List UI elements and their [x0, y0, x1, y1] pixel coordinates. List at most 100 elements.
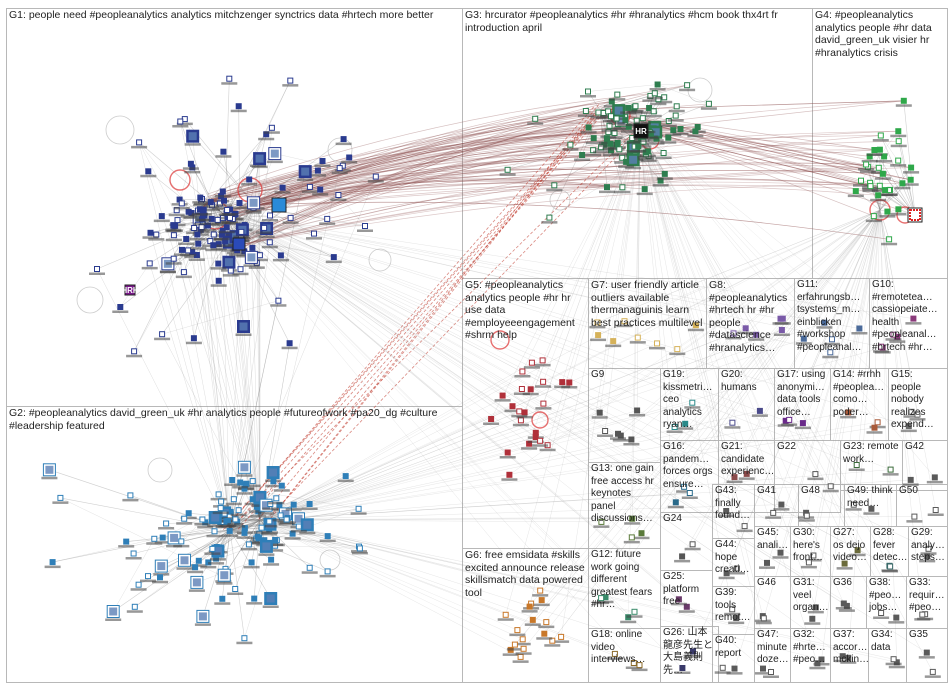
node-name-label — [634, 121, 651, 125]
node-name-label — [205, 248, 222, 252]
node-g3 — [608, 113, 614, 120]
node-g3 — [639, 115, 646, 122]
node-name-label — [840, 661, 857, 664]
node-g44 — [733, 565, 740, 572]
node-name-label — [926, 480, 943, 484]
node-name-label — [527, 440, 544, 443]
node-g1 — [145, 168, 152, 175]
node-name-label — [561, 386, 578, 389]
node-g2 — [232, 516, 239, 523]
node-name-label — [866, 153, 883, 156]
node-name-label — [350, 512, 367, 515]
group-label-g4: G4: #peopleanalytics analytics people #h… — [815, 9, 935, 59]
node-name-label — [858, 168, 875, 171]
node-name-label — [809, 666, 826, 670]
node-name-label — [199, 229, 216, 232]
node-g1 — [268, 124, 275, 131]
node-name-label — [885, 662, 902, 666]
node-name-label — [262, 219, 278, 222]
node-g3 — [605, 108, 612, 115]
node-name-label — [240, 547, 257, 551]
node-g1 — [317, 186, 324, 193]
node-avatar — [198, 612, 207, 621]
node-name-label — [635, 145, 652, 148]
node-avatar — [240, 463, 249, 472]
node-name-label — [618, 165, 635, 168]
node-name-label — [245, 211, 262, 214]
node-avatar — [614, 106, 623, 115]
node-name-label — [667, 119, 684, 122]
node-g4 — [908, 164, 915, 171]
node-avatar — [247, 253, 256, 262]
node-name-label — [189, 238, 206, 241]
node-g5 — [519, 368, 526, 375]
node-name-label — [243, 264, 260, 267]
node-g26 — [679, 665, 686, 671]
node-g2 — [131, 603, 138, 610]
node-name-label — [499, 456, 516, 459]
node-name-label — [859, 170, 876, 173]
node-name-label — [874, 177, 891, 180]
node-g15 — [908, 408, 915, 415]
node-g3 — [585, 124, 592, 131]
node-name-label — [685, 655, 701, 658]
node-name-label — [894, 186, 911, 190]
node-name-label — [205, 238, 222, 241]
node-name-label — [194, 202, 210, 205]
node-name-label — [755, 621, 772, 625]
node-avatar — [262, 501, 270, 510]
node-name-label — [176, 567, 193, 570]
node-name-label — [194, 218, 211, 222]
node-g33 — [919, 611, 926, 618]
node-g1 — [194, 231, 201, 238]
node-g4 — [895, 128, 902, 135]
node-avatar — [629, 155, 638, 164]
node-g31 — [812, 604, 819, 611]
node-g1 — [287, 77, 294, 84]
group-box-g37 — [830, 628, 869, 683]
node-g2 — [232, 586, 239, 592]
node-name-label — [273, 489, 290, 492]
node-g2 — [243, 480, 250, 487]
node-g17 — [799, 420, 806, 427]
node-name-label — [873, 616, 890, 619]
node-name-label — [153, 219, 170, 223]
node-g42 — [931, 474, 938, 481]
node-g3 — [670, 127, 677, 134]
node-g2 — [268, 556, 275, 563]
node-name-label — [173, 206, 190, 210]
node-name-label — [509, 633, 526, 637]
node-g19 — [689, 399, 696, 406]
node-name-label — [765, 516, 782, 519]
node-g2 — [127, 492, 134, 499]
node-name-label — [504, 409, 521, 413]
node-g4 — [867, 183, 874, 190]
node-g1 — [267, 212, 273, 219]
node-g3 — [616, 146, 623, 153]
node-name-label — [494, 399, 511, 402]
node-name-label — [514, 375, 531, 378]
group-label-g46: G46 — [757, 577, 776, 588]
node-name-label — [245, 209, 262, 213]
node-name-label — [924, 675, 941, 678]
node-g1 — [227, 214, 233, 221]
group-label-g5: G5: #peopleanalytics analytics people #h… — [465, 279, 578, 341]
node-avatar — [157, 562, 166, 571]
node-g3 — [654, 81, 661, 88]
node-g15 — [914, 411, 921, 418]
node-g13 — [638, 530, 645, 537]
node-name-label — [603, 119, 619, 123]
node-g4 — [899, 180, 906, 187]
node-name-label — [216, 582, 233, 585]
node-g39 — [733, 615, 740, 622]
node-name-label — [881, 242, 898, 246]
node-name-label — [200, 565, 217, 569]
node-name-label — [871, 189, 888, 192]
node-name-label — [889, 340, 906, 343]
node-name-label — [279, 521, 296, 524]
node-name-label — [230, 109, 247, 113]
node-name-label — [678, 610, 695, 613]
node-name-label — [212, 511, 229, 515]
node-g24 — [679, 553, 686, 560]
node-g3 — [625, 104, 632, 111]
